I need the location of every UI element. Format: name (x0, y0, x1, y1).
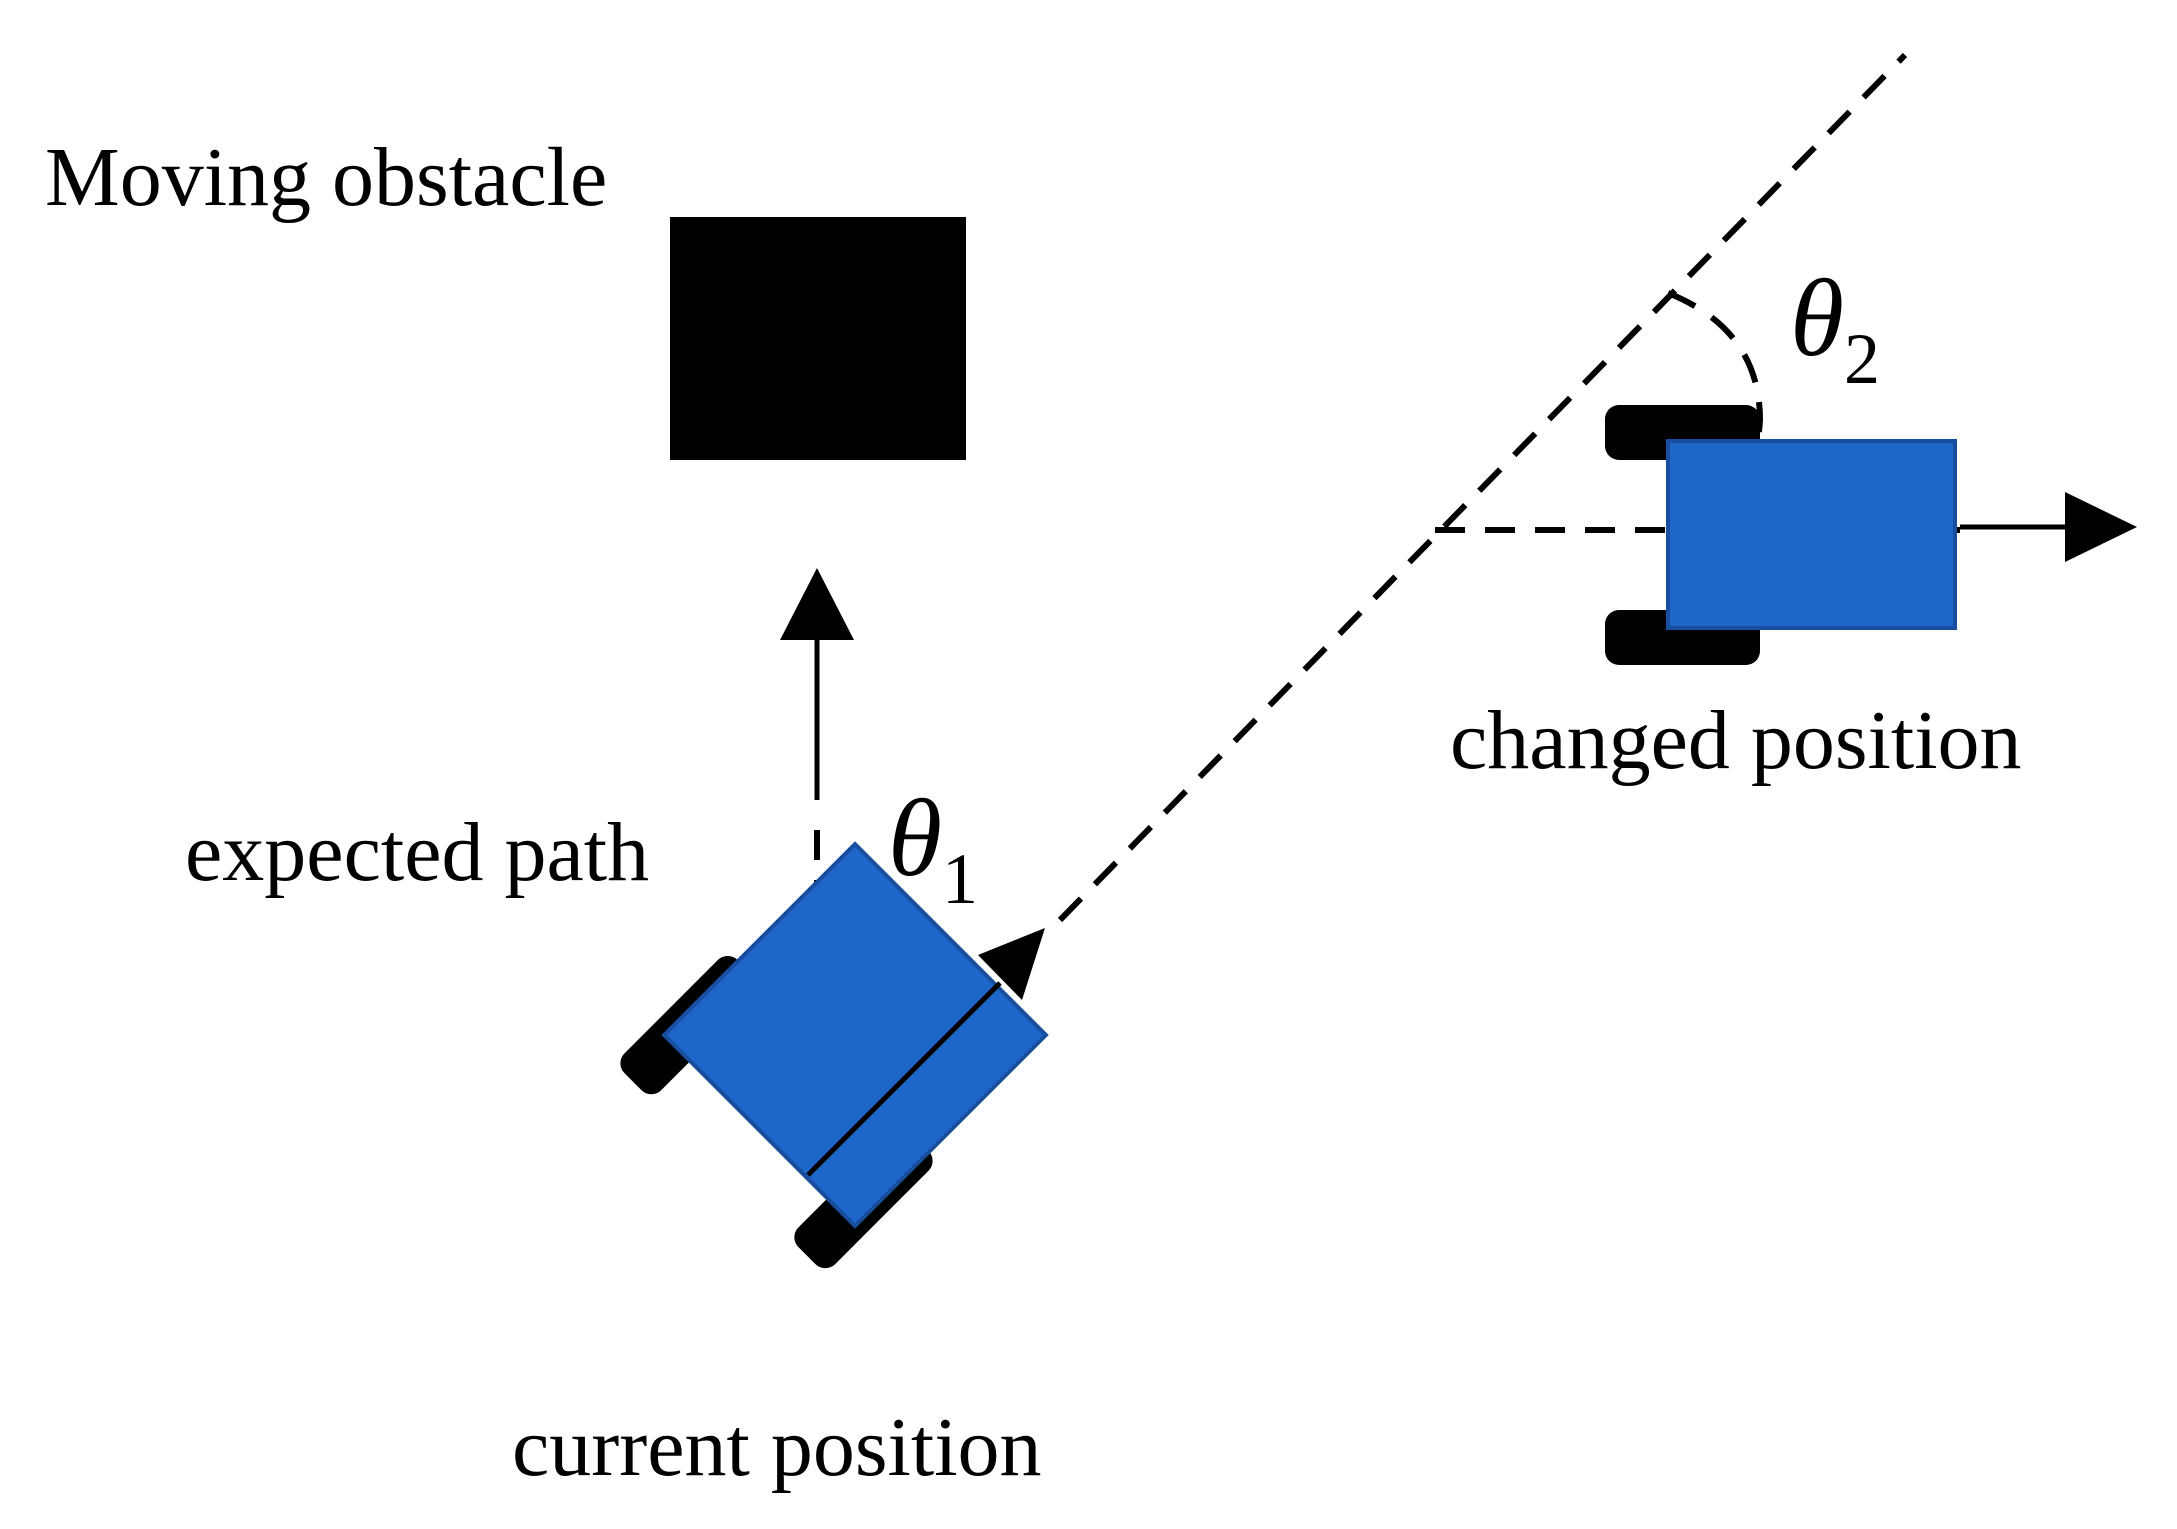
robot-current-position (620, 841, 1049, 1269)
expected-path-label: expected path (185, 806, 649, 899)
expected-path-arrow (780, 568, 854, 800)
robot-current-body (661, 841, 1049, 1229)
moving-obstacle (670, 217, 966, 460)
theta1-symbol: θ (888, 777, 942, 899)
changed-position-label: changed position (1450, 694, 2022, 787)
theta1-label: θ1 (888, 777, 978, 919)
current-position-label: current position (512, 1401, 1042, 1494)
robot-changed-position (1605, 405, 1957, 665)
theta2-label: θ2 (1790, 257, 1880, 399)
theta2-subscript: 2 (1844, 319, 1880, 399)
theta2-symbol: θ (1790, 257, 1844, 379)
current-heading-arrow (806, 928, 1045, 1177)
obstacle-label: Moving obstacle (45, 131, 607, 224)
heading-dashed-line (1057, 52, 1908, 923)
robot-changed-body (1666, 439, 1957, 630)
changed-heading-arrow (1960, 492, 2137, 562)
theta1-subscript: 1 (942, 839, 978, 919)
